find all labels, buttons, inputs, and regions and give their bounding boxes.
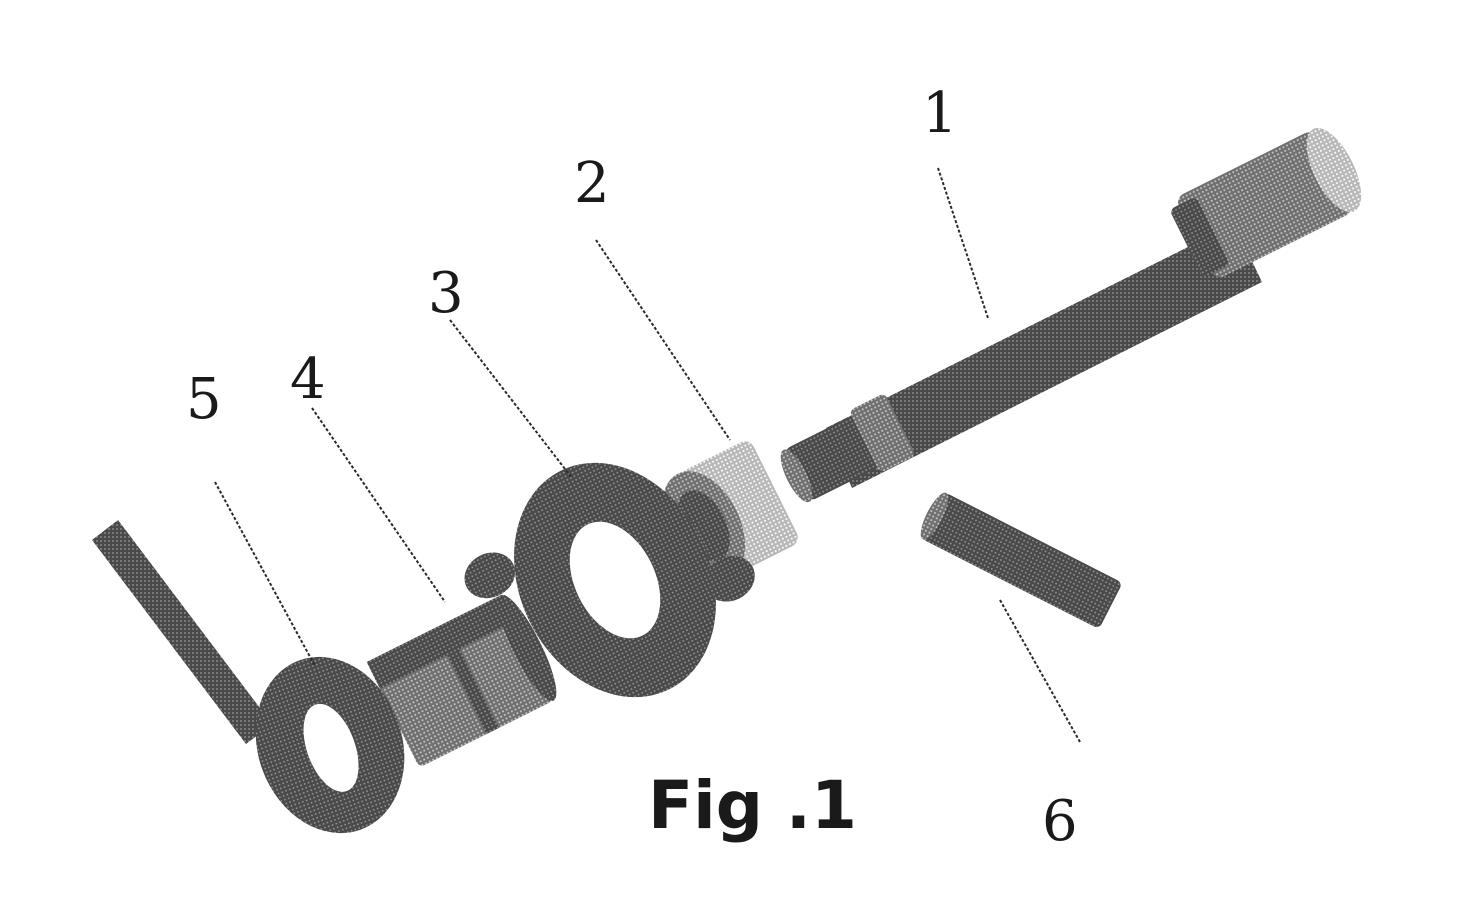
part-3-lugged-washer: [464, 462, 755, 698]
leader-line-5: [214, 481, 316, 667]
part-6-pin: [920, 492, 1121, 628]
part-5-handle-ring: [92, 520, 405, 834]
ref-label-5: 5: [186, 367, 222, 432]
part-4-hex-nut: [366, 594, 557, 766]
ref-label-1: 1: [922, 81, 958, 146]
leader-line-4: [311, 407, 446, 603]
ref-label-4: 4: [290, 347, 326, 412]
leader-line-2: [595, 239, 731, 441]
ref-label-6: 6: [1042, 789, 1078, 854]
leader-line-3: [449, 319, 573, 479]
leader-line-1: [937, 167, 989, 319]
leader-line-6: [999, 599, 1081, 743]
ref-label-2: 2: [574, 151, 610, 216]
part-1-shaft: [780, 127, 1362, 503]
figure-caption: Fig .1: [648, 767, 857, 844]
ref-label-3: 3: [428, 261, 464, 326]
